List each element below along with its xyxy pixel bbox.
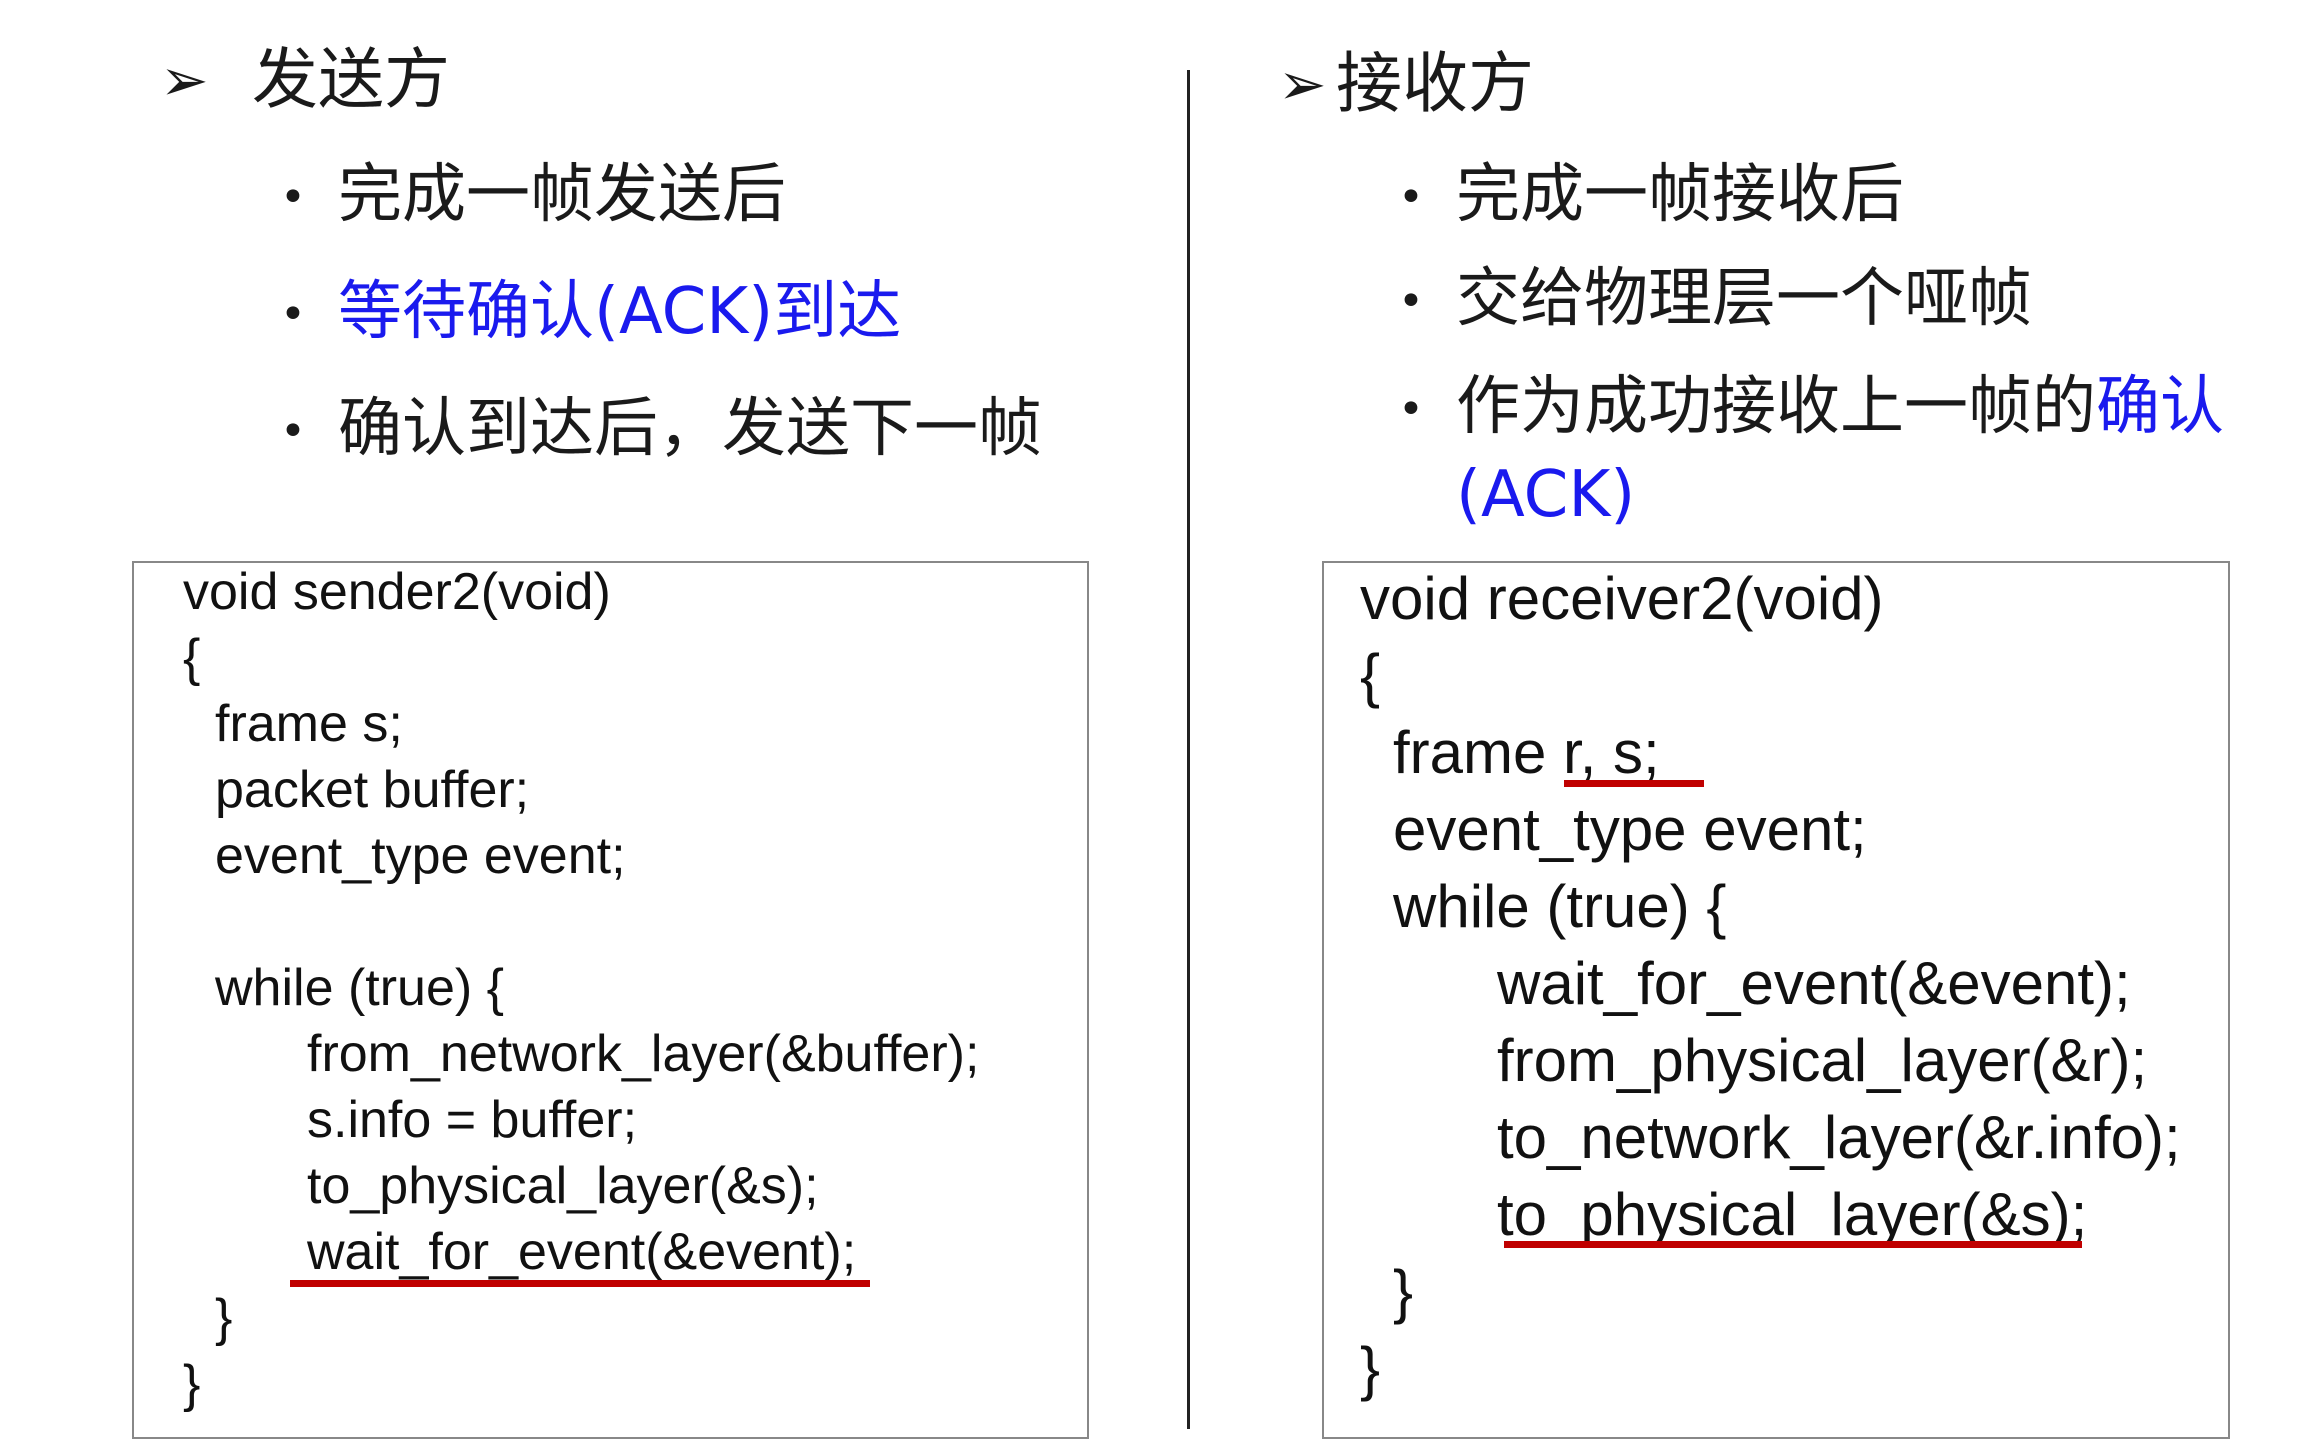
receiver-heading: 接收方 xyxy=(1336,45,1534,122)
receiver-bullet-3-highlight: 确认 xyxy=(2096,370,2224,444)
code-line: } xyxy=(215,1289,233,1347)
code-line: void sender2(void) xyxy=(183,563,611,621)
code-line: while (true) { xyxy=(215,959,504,1017)
code-line: to_network_layer(&r.info); xyxy=(1497,1104,2181,1171)
bullet-dot-icon: • xyxy=(1398,172,1424,223)
bullet-dot-icon: • xyxy=(280,172,306,223)
receiver-bullet-2: 交给物理层一个哑帧 xyxy=(1456,262,2032,336)
receiver-bullet-3-ack: (ACK) xyxy=(1456,458,1636,532)
code-line: } xyxy=(1360,1335,1381,1402)
bullet-dot-icon: • xyxy=(1398,276,1424,327)
receiver-bullet-1: 完成一帧接收后 xyxy=(1456,158,1904,232)
receiver-bullet-3: 作为成功接收上一帧的确认 xyxy=(1456,367,2224,447)
code-line: wait_for_event(&event); xyxy=(307,1223,857,1281)
bullet-dot-icon: • xyxy=(280,289,306,340)
sender-bullet-3: 确认到达后，发送下一帧 xyxy=(338,392,1042,466)
code-line: event_type event; xyxy=(215,827,626,885)
sender-code-box xyxy=(132,561,1089,1439)
code-line: } xyxy=(1393,1258,1414,1325)
sender-heading: 发送方 xyxy=(252,41,450,118)
code-line: from_physical_layer(&r); xyxy=(1497,1027,2148,1094)
code-line: from_network_layer(&buffer); xyxy=(307,1025,980,1083)
red-underline xyxy=(1564,780,1704,787)
code-line: packet buffer; xyxy=(215,761,530,819)
red-underline xyxy=(1504,1241,2082,1248)
red-underline xyxy=(290,1280,870,1287)
bullet-dot-icon: • xyxy=(1398,384,1424,435)
code-line: event_type event; xyxy=(1393,796,1867,863)
vertical-divider xyxy=(1187,70,1190,1429)
code-line: frame r, s; xyxy=(1393,719,1660,786)
code-line: to_physical_layer(&s); xyxy=(1497,1181,2088,1248)
code-line: } xyxy=(183,1355,201,1413)
code-line: s.info = buffer; xyxy=(307,1091,638,1149)
code-line: while (true) { xyxy=(1393,873,1727,940)
bullet-dot-icon: • xyxy=(280,406,306,457)
sender-bullet-1: 完成一帧发送后 xyxy=(338,158,786,232)
arrowhead-icon: ➢ xyxy=(160,46,209,114)
code-line: to_physical_layer(&s); xyxy=(307,1157,819,1215)
arrowhead-icon: ➢ xyxy=(1278,50,1327,118)
code-line: void receiver2(void) xyxy=(1360,565,1884,632)
code-line: { xyxy=(183,629,201,687)
code-line: frame s; xyxy=(215,695,403,753)
receiver-bullet-3-text: 作为成功接收上一帧的 xyxy=(1456,370,2096,444)
code-line: { xyxy=(1360,642,1381,709)
receiver-code-box xyxy=(1322,561,2230,1439)
code-line: wait_for_event(&event); xyxy=(1497,950,2131,1017)
sender-bullet-2: 等待确认(ACK)到达 xyxy=(338,275,902,349)
